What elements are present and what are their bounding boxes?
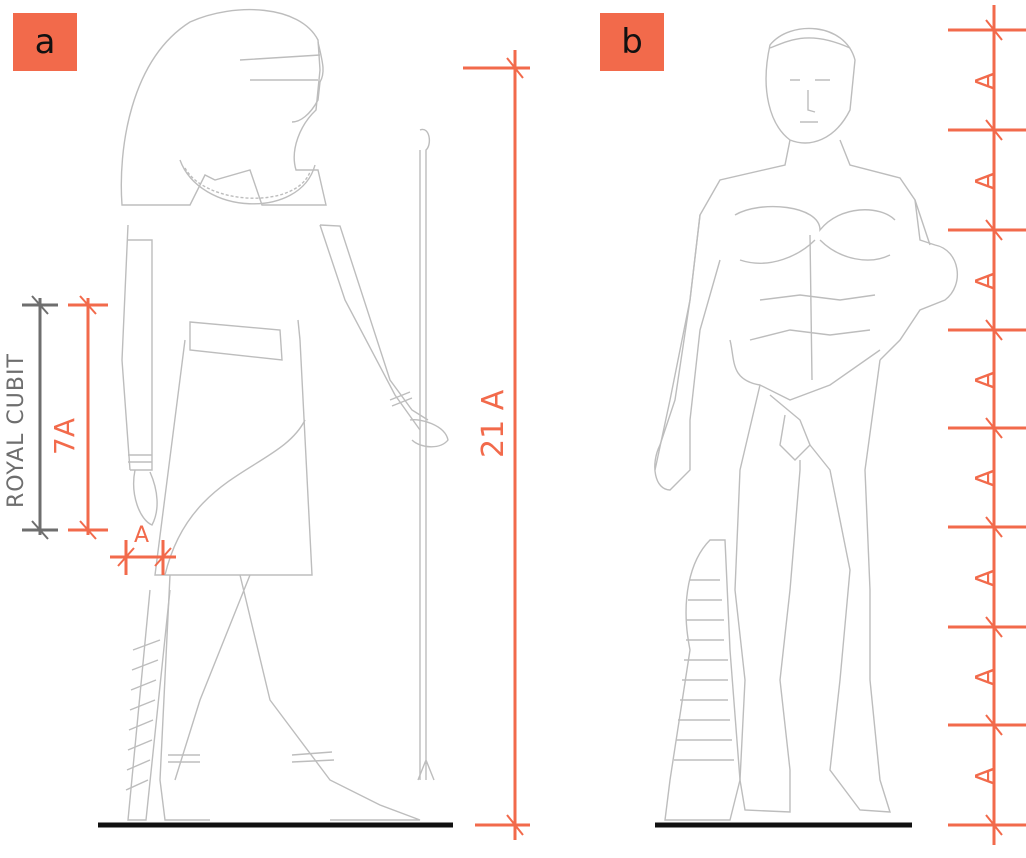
- scale-unit-label: A: [971, 371, 1001, 389]
- unit-a-label: A: [134, 523, 149, 548]
- scale-unit-label: A: [971, 569, 1001, 587]
- scale-unit-label: A: [971, 668, 1001, 686]
- total-height-label: 21 A: [476, 389, 511, 458]
- scale-unit-label: A: [971, 469, 1001, 487]
- royal-cubit-label: ROYAL CUBIT: [4, 353, 29, 508]
- seven-a-label: 7A: [48, 418, 81, 455]
- unit-scale-b: [948, 5, 1026, 845]
- scale-unit-label: A: [971, 272, 1001, 290]
- greek-statue-drawing: [655, 28, 958, 820]
- scale-unit-label: A: [971, 172, 1001, 190]
- egyptian-figure-drawing: [121, 10, 448, 820]
- scale-unit-label: A: [971, 767, 1001, 785]
- seven-a-bar: [68, 296, 108, 539]
- scale-unit-label: A: [971, 72, 1001, 90]
